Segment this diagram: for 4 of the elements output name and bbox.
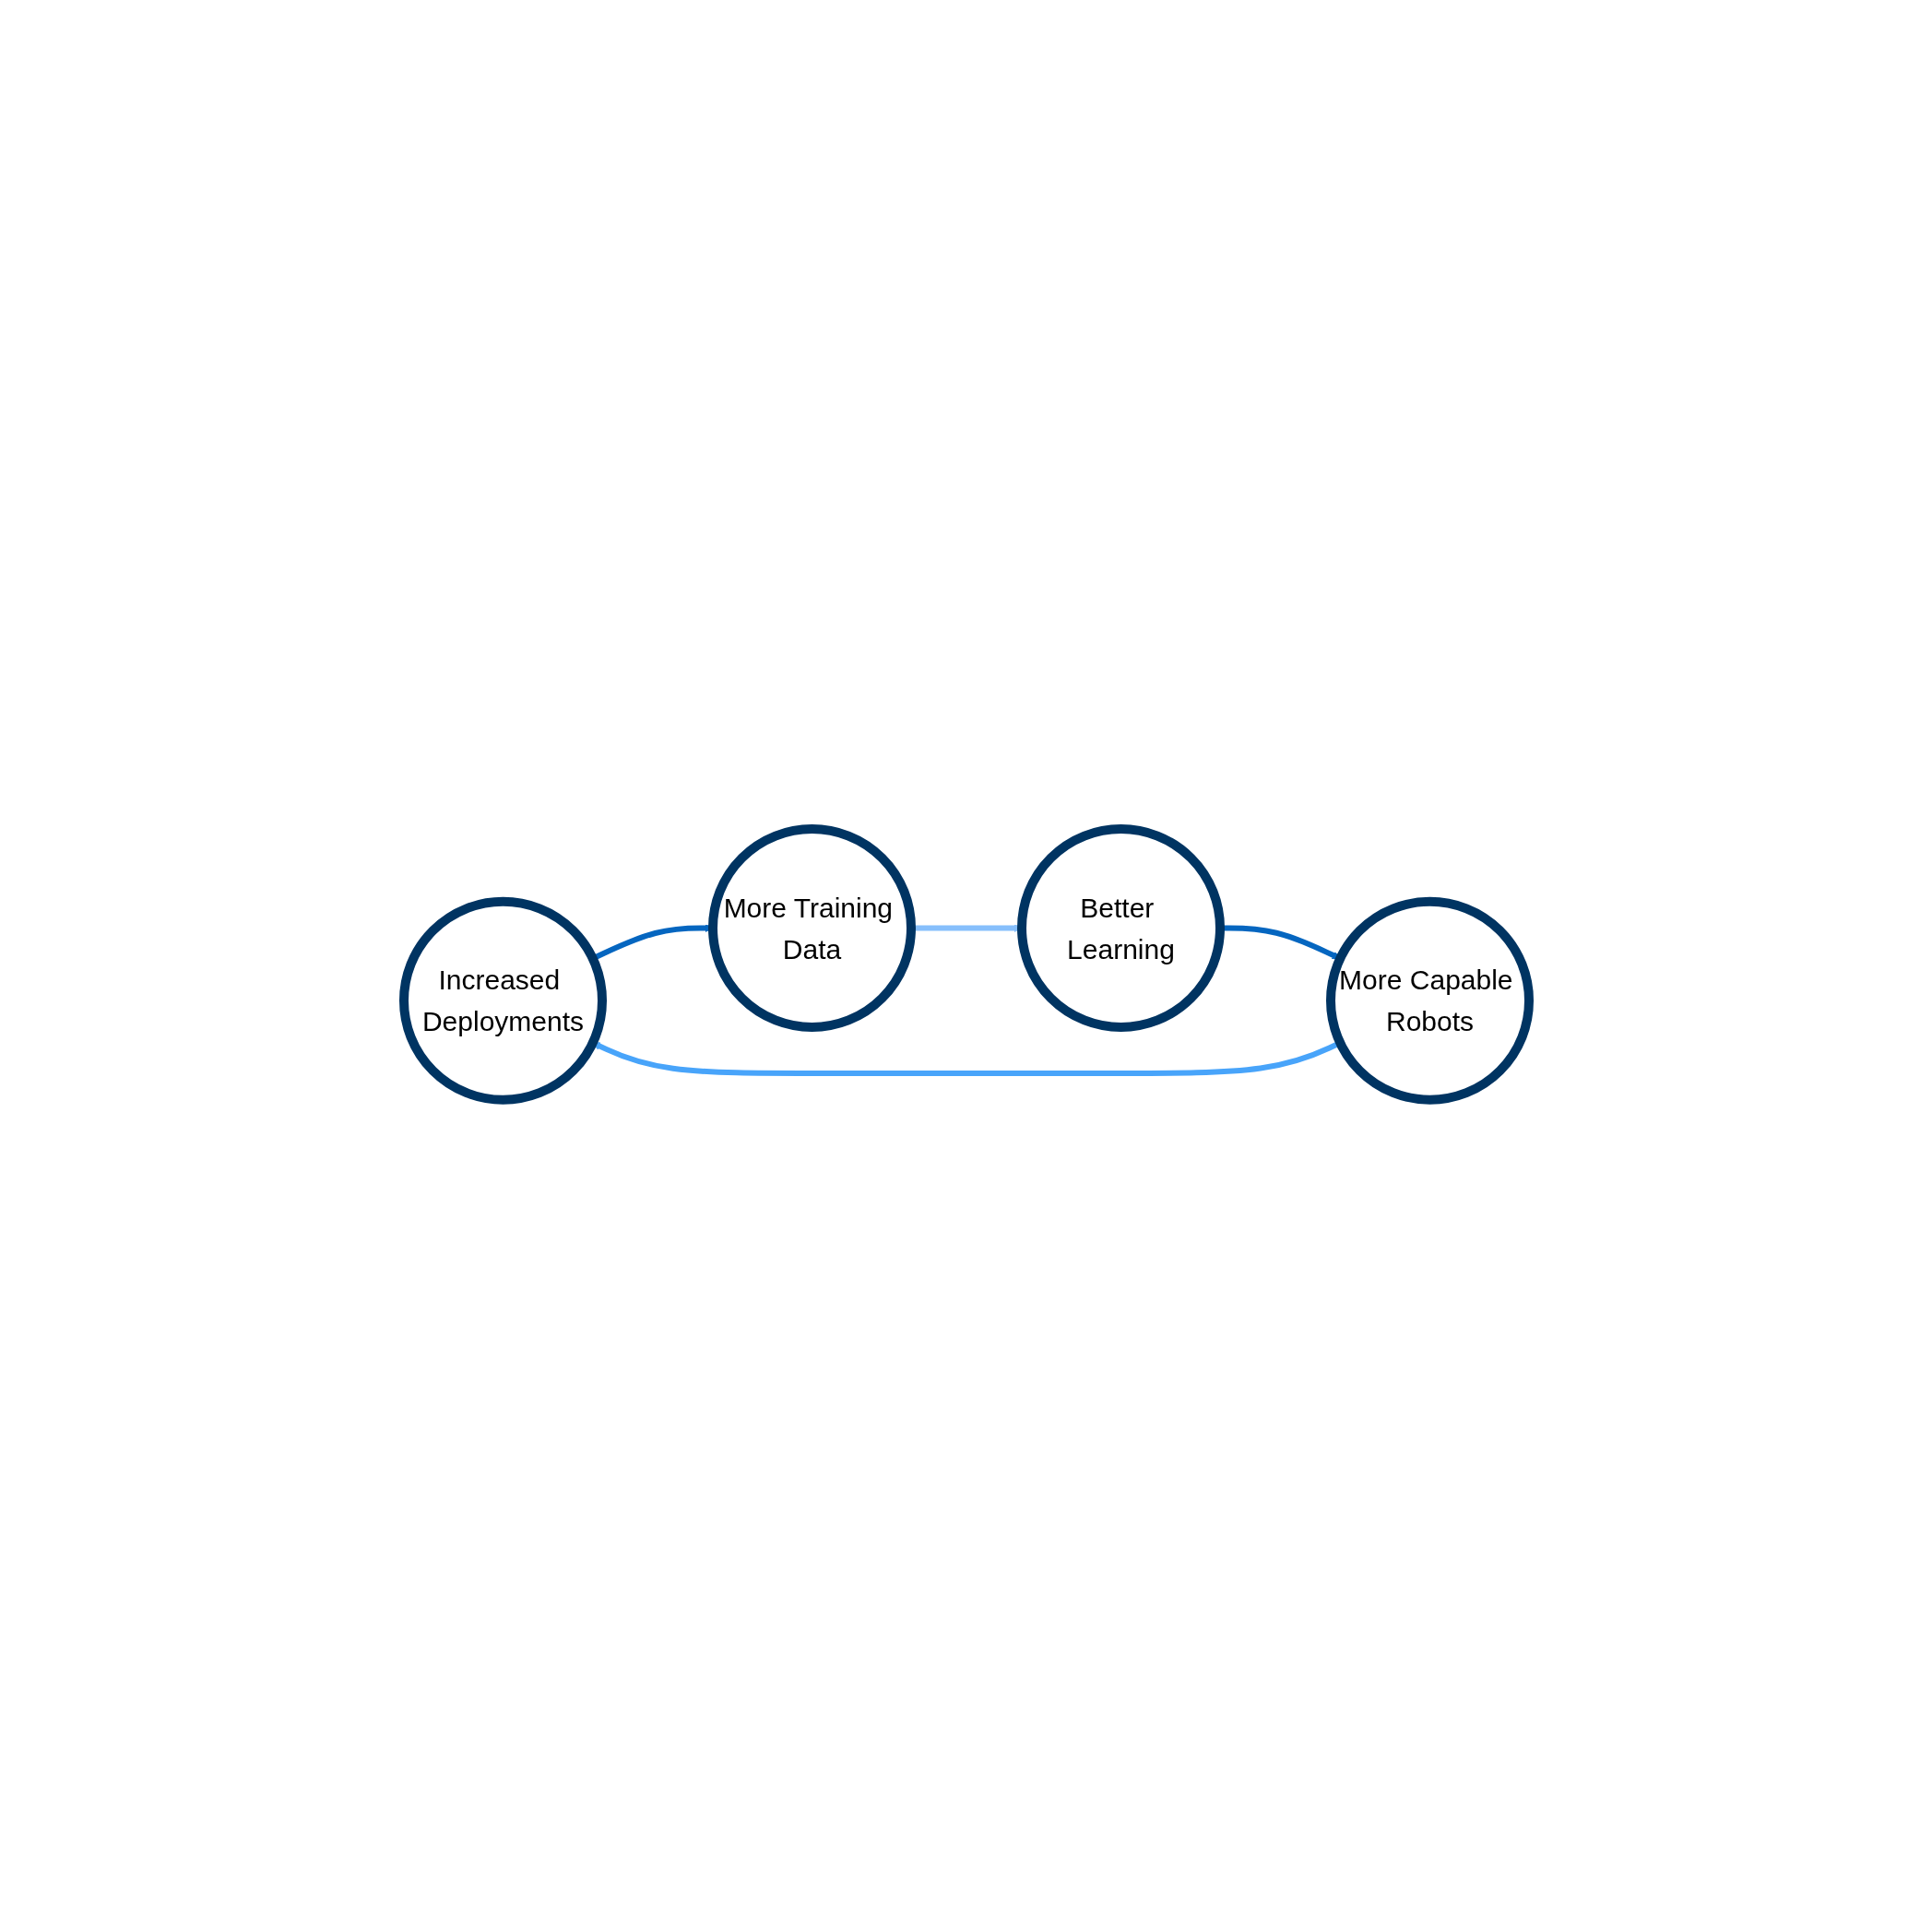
node-circle: More Capable Robots bbox=[1325, 896, 1534, 1105]
node-circle: Better Learning bbox=[1016, 824, 1225, 1033]
node-circle: More Training Data bbox=[707, 824, 916, 1033]
node-circle: Increased Deployments bbox=[398, 896, 607, 1105]
